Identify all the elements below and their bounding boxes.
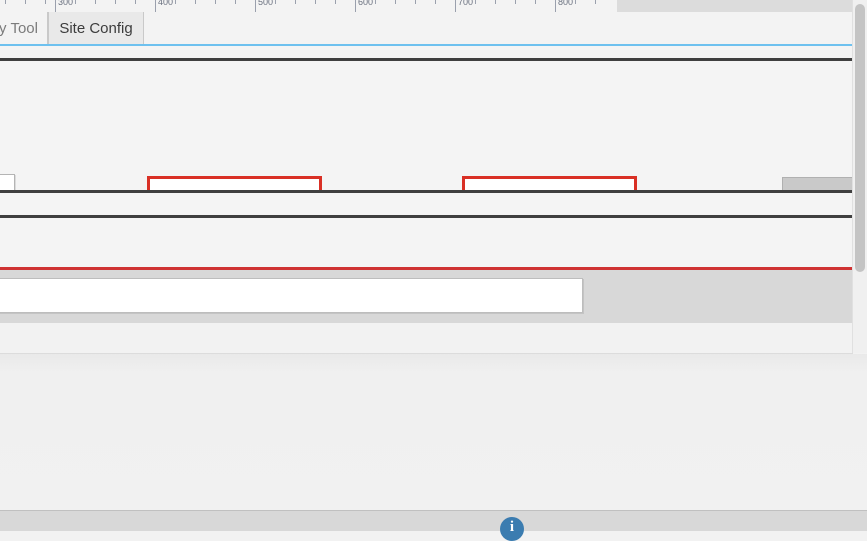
ruler-tick-minor bbox=[415, 0, 416, 4]
ruler-tick-minor bbox=[515, 0, 516, 4]
ruler-inactive-region bbox=[617, 0, 867, 12]
ruler-tick-minor bbox=[5, 0, 6, 4]
ruler-tick-minor bbox=[375, 0, 376, 4]
ruler-tick-label: 400 bbox=[158, 0, 174, 7]
vertical-scrollbar-track[interactable] bbox=[852, 0, 867, 353]
ruler-tick-major bbox=[155, 0, 156, 12]
ruler-tick-label: 500 bbox=[258, 0, 274, 7]
tab-bar: y Tool Site Config bbox=[0, 12, 867, 46]
footer-strip bbox=[0, 510, 867, 531]
ruler-tick-label: 700 bbox=[458, 0, 474, 7]
ruler-tick-minor bbox=[75, 0, 76, 4]
panel-top-spacer bbox=[0, 46, 853, 58]
ruler-tick-minor bbox=[575, 0, 576, 4]
ruler-tick-minor bbox=[215, 0, 216, 4]
info-icon-glyph: i bbox=[509, 519, 515, 535]
tab-site-config[interactable]: Site Config bbox=[48, 12, 144, 44]
ruler-tick-minor bbox=[195, 0, 196, 4]
ruler-tick-minor bbox=[175, 0, 176, 4]
section-separator bbox=[0, 215, 853, 218]
ruler-tick-major bbox=[555, 0, 556, 12]
ruler-tick-minor bbox=[295, 0, 296, 4]
ruler-tick-minor bbox=[315, 0, 316, 4]
ruler-tick-major bbox=[355, 0, 356, 12]
ruler-tick-minor bbox=[395, 0, 396, 4]
section-separator bbox=[0, 190, 853, 193]
section-separator bbox=[0, 58, 853, 61]
panel-band-upper bbox=[0, 193, 853, 215]
ruler-tick-minor bbox=[335, 0, 336, 4]
ruler-tick-minor bbox=[235, 0, 236, 4]
tab-label: Site Config bbox=[59, 19, 133, 37]
vertical-scrollbar-thumb[interactable] bbox=[855, 4, 865, 272]
horizontal-ruler: 300 400 500 600 700 800 bbox=[0, 0, 867, 13]
ruler-tick-minor bbox=[275, 0, 276, 4]
config-form-row: AWS Prefix : null AWS Region : null Back… bbox=[0, 61, 867, 222]
info-icon[interactable]: i bbox=[500, 517, 524, 541]
ruler-tick-label: 300 bbox=[58, 0, 74, 7]
ruler-tick-minor bbox=[475, 0, 476, 4]
ruler-tick-major bbox=[255, 0, 256, 12]
ruler-tick-minor bbox=[25, 0, 26, 4]
ruler-tick-minor bbox=[115, 0, 116, 4]
wide-text-input[interactable] bbox=[0, 278, 583, 313]
ruler-tick-major bbox=[455, 0, 456, 12]
ruler-tick-minor bbox=[495, 0, 496, 4]
ruler-tick-minor bbox=[535, 0, 536, 4]
panel-lower-area bbox=[0, 323, 853, 354]
content-background-area bbox=[0, 354, 867, 510]
ruler-tick-label: 800 bbox=[558, 0, 574, 7]
error-rule bbox=[0, 267, 853, 270]
ruler-viewport: 300 400 500 600 700 800 bbox=[0, 0, 617, 12]
ruler-tick-minor bbox=[135, 0, 136, 4]
ruler-tick-label: 600 bbox=[358, 0, 374, 7]
ruler-tick-major bbox=[55, 0, 56, 12]
tab-label: y Tool bbox=[0, 19, 38, 37]
ruler-tick-minor bbox=[595, 0, 596, 4]
ruler-tick-minor bbox=[45, 0, 46, 4]
ruler-tick-minor bbox=[95, 0, 96, 4]
ruler-tick-minor bbox=[435, 0, 436, 4]
panel-band-lower bbox=[0, 218, 853, 267]
tab-query-tool[interactable]: y Tool bbox=[0, 12, 48, 44]
